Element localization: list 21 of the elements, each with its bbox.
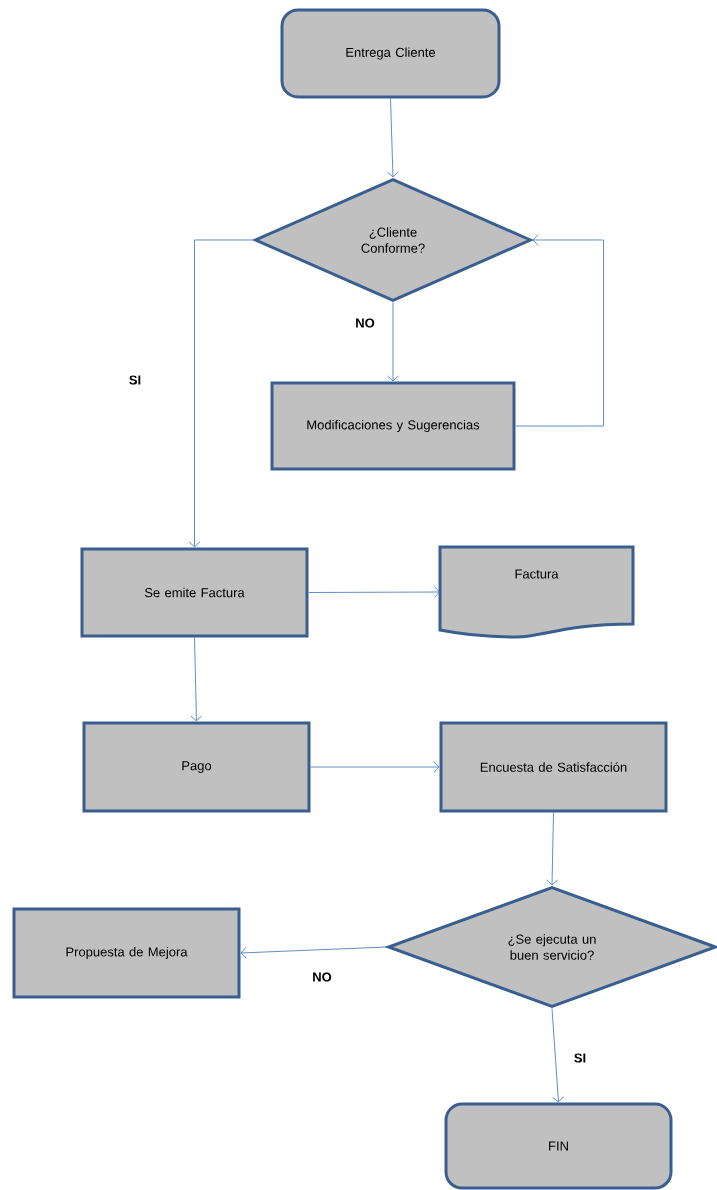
arrow [188, 239, 254, 548]
process-box: Pago [82, 721, 311, 813]
arrow [308, 586, 440, 598]
terminal-box: Entrega Cliente [280, 8, 501, 99]
arrow [387, 302, 399, 382]
process-box: Propuesta de Mejora [12, 907, 241, 999]
arrow [551, 1008, 565, 1103]
process-box: Modificaciones y Sugerencias [270, 381, 516, 471]
process-box: Se emite Factura [80, 547, 309, 638]
terminal-box: FIN [444, 1102, 673, 1190]
edge-label: SI [127, 374, 143, 386]
arrow [515, 234, 604, 427]
arrow [310, 761, 440, 773]
arrow [546, 812, 559, 886]
arrow [240, 946, 387, 959]
arrow [190, 637, 203, 722]
edge-label: NO [354, 317, 376, 329]
edge-label: SI [572, 1052, 588, 1064]
arrow [386, 98, 399, 178]
process-box: Encuesta de Satisfacción [439, 721, 668, 813]
edge-label: NO [311, 971, 333, 983]
